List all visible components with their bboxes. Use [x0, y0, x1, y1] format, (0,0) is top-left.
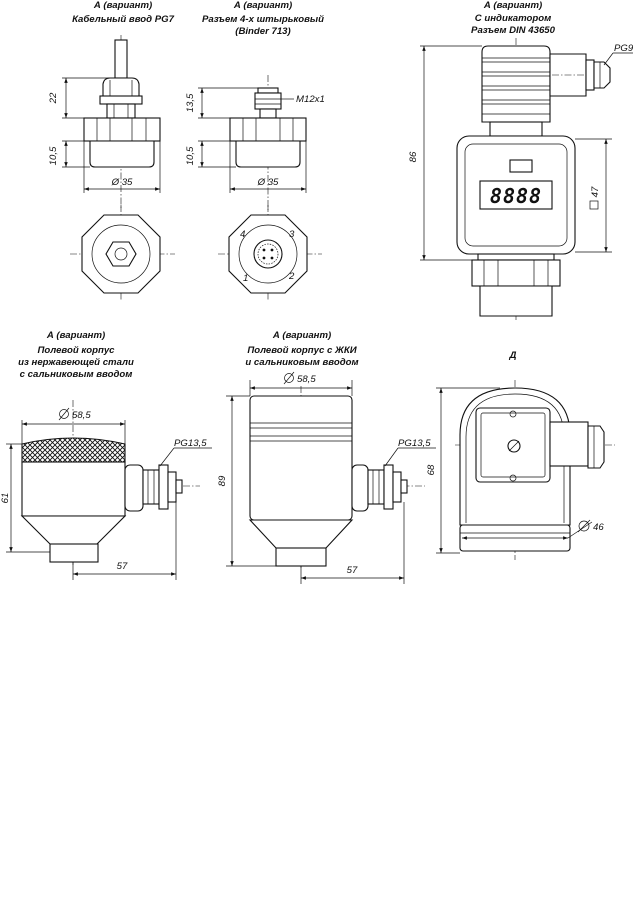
caption-line: Кабельный ввод PG7: [72, 14, 174, 25]
cable: [175, 479, 183, 494]
connector-thread: [254, 92, 282, 110]
housing-body: [249, 395, 353, 521]
dim-square: 47: [590, 186, 601, 197]
caption-line: (Binder 713): [235, 26, 290, 37]
dim-height: 86: [408, 151, 419, 162]
caption-line: из нержавеющей стали: [18, 357, 134, 368]
display-window: [509, 159, 533, 173]
gland-nut: [367, 469, 385, 505]
gland-nut: [102, 77, 140, 97]
caption-variant-lcd-housing: А (вариант) Полевой корпус с ЖКИ и сальн…: [245, 330, 358, 368]
caption-view-d: Д: [509, 350, 517, 361]
dim-diameter: 58,5: [297, 374, 316, 385]
dim-height: 89: [217, 475, 228, 486]
view-indicator-din: PG9 8888 86 47: [408, 38, 633, 320]
dim-pg: PG13,5: [398, 438, 431, 449]
gland-body: [106, 103, 136, 119]
pin-label: 2: [288, 271, 295, 282]
gland-nut: [142, 469, 160, 505]
sensor-body: [479, 285, 553, 317]
gland-boss: [124, 464, 144, 512]
knurled-lid: [21, 437, 126, 463]
caption-line: А (вариант): [233, 0, 292, 11]
dim-height: 68: [426, 464, 437, 475]
caption-line: Д: [509, 350, 517, 361]
caption-line: Разъем DIN 43650: [471, 25, 556, 36]
plug-body: [549, 421, 589, 467]
dim-length: 57: [347, 565, 358, 576]
caption-line: А (вариант): [93, 0, 152, 11]
cable: [114, 39, 128, 79]
pg9-nut: [587, 425, 605, 469]
view-d: 68 46: [426, 380, 615, 560]
view-binder-connector: M12x1 13,5 10,5 Ø 35: [185, 75, 325, 210]
caption-line: Полевой корпус: [38, 345, 116, 356]
housing-body: [21, 461, 126, 517]
process-connection: [49, 543, 99, 563]
dim-height: 61: [0, 493, 11, 504]
pin-label: 3: [289, 229, 295, 240]
caption-line: С индикатором: [475, 13, 551, 24]
sensor-body: [235, 140, 301, 168]
dim-height: 22: [48, 92, 59, 104]
gland-hex: [158, 464, 169, 510]
gland-hex: [383, 464, 394, 510]
pin-label: 4: [240, 229, 245, 240]
lcd-digits: 8888: [490, 184, 542, 208]
caption-line: Разъем 4-х штырьковый: [202, 14, 324, 25]
dim-pg: PG13,5: [174, 438, 207, 449]
view-cable-gland-plan: [70, 205, 175, 300]
caption-variant-cable-pg7: А (вариант) Кабельный ввод PG7: [72, 0, 174, 25]
diameter-symbol-icon: [578, 520, 590, 532]
gland-boss: [351, 464, 369, 512]
dim-diameter: 46: [593, 522, 604, 533]
caption-line: А (вариант): [483, 0, 542, 11]
hex-flange: [471, 259, 561, 287]
caption-line: Полевой корпус с ЖКИ: [247, 345, 357, 356]
dim-diameter: Ø 35: [111, 177, 133, 188]
housing-cone: [248, 519, 354, 549]
caption-line: А (вариант): [46, 330, 105, 341]
hex-flange: [229, 117, 307, 142]
dim-height: 10,5: [185, 146, 196, 165]
ribbed-cap: [481, 45, 551, 123]
square-symbol-icon: [589, 200, 599, 210]
housing-cone: [20, 515, 127, 545]
view-lcd-housing: 58,5 PG13,5 89 57: [217, 371, 436, 584]
dim-pg: PG9: [614, 43, 633, 54]
dim-height: 10,5: [48, 146, 59, 165]
cable: [400, 479, 408, 494]
dim-diameter: 58,5: [72, 410, 91, 421]
view-cable-gland-pg7: 22 10,5 Ø 35: [48, 35, 161, 210]
dim-diameter: Ø 35: [257, 177, 279, 188]
hex-nut: [105, 241, 137, 267]
lcd-display: [479, 180, 553, 210]
caption-variant-indicator: А (вариант) С индикатором Разъем DIN 436…: [471, 0, 556, 36]
connector-top: [257, 87, 279, 94]
sensor-body: [89, 140, 155, 168]
hex-flange: [83, 117, 161, 142]
process-connection: [275, 547, 327, 567]
caption-variant-steel-housing: А (вариант) Полевой корпус из нержавеюще…: [18, 330, 134, 380]
pg9-nut: [593, 61, 611, 89]
dim-length: 57: [117, 561, 128, 572]
view-binder-plan: 4 3 1 2: [218, 205, 322, 300]
dim-thread: M12x1: [296, 94, 325, 105]
caption-line: А (вариант): [272, 330, 331, 341]
diameter-symbol-icon: [59, 409, 69, 419]
caption-line: с сальниковым вводом: [20, 369, 133, 380]
diameter-symbol-icon: [284, 373, 294, 383]
caption-line: и сальниковым вводом: [245, 357, 358, 368]
dim-height: 13,5: [185, 93, 196, 112]
view-steel-housing: 58,5 PG13,5 61 57: [0, 400, 212, 580]
pin-label: 1: [243, 273, 248, 284]
caption-variant-binder: А (вариант) Разъем 4-х штырьковый (Binde…: [202, 0, 324, 37]
